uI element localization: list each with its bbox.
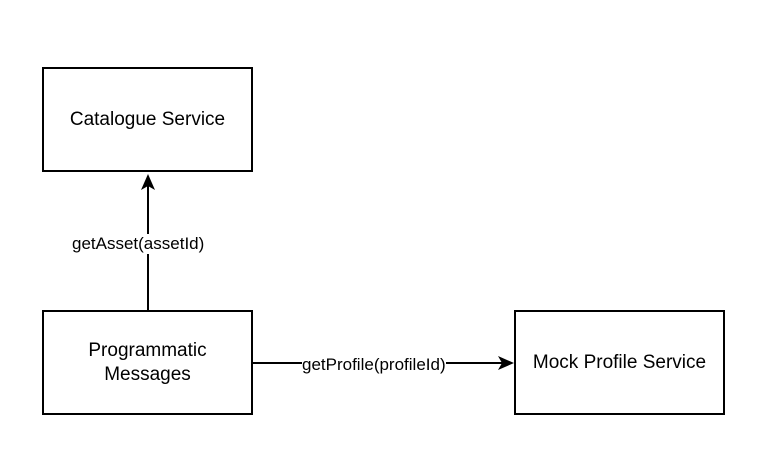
programmatic-messages-line1: Programmatic [88,339,207,361]
mock-profile-service-label: Mock Profile Service [532,351,707,373]
programmatic-messages-label: Programmatic Messages [88,339,206,387]
get-profile-arrowhead [498,356,514,370]
catalogue-service-label: Catalogue Service [69,108,226,130]
get-asset-arrowhead [141,174,155,190]
get-asset-edge-label: getAsset(assetId) [72,234,205,254]
catalogue-service-node: Catalogue Service [42,67,253,172]
programmatic-messages-line2: Messages [104,363,191,385]
get-profile-edge-label: getProfile(profileId) [302,355,446,375]
mock-profile-service-node: Mock Profile Service [514,310,725,415]
programmatic-messages-node: Programmatic Messages [42,310,253,415]
